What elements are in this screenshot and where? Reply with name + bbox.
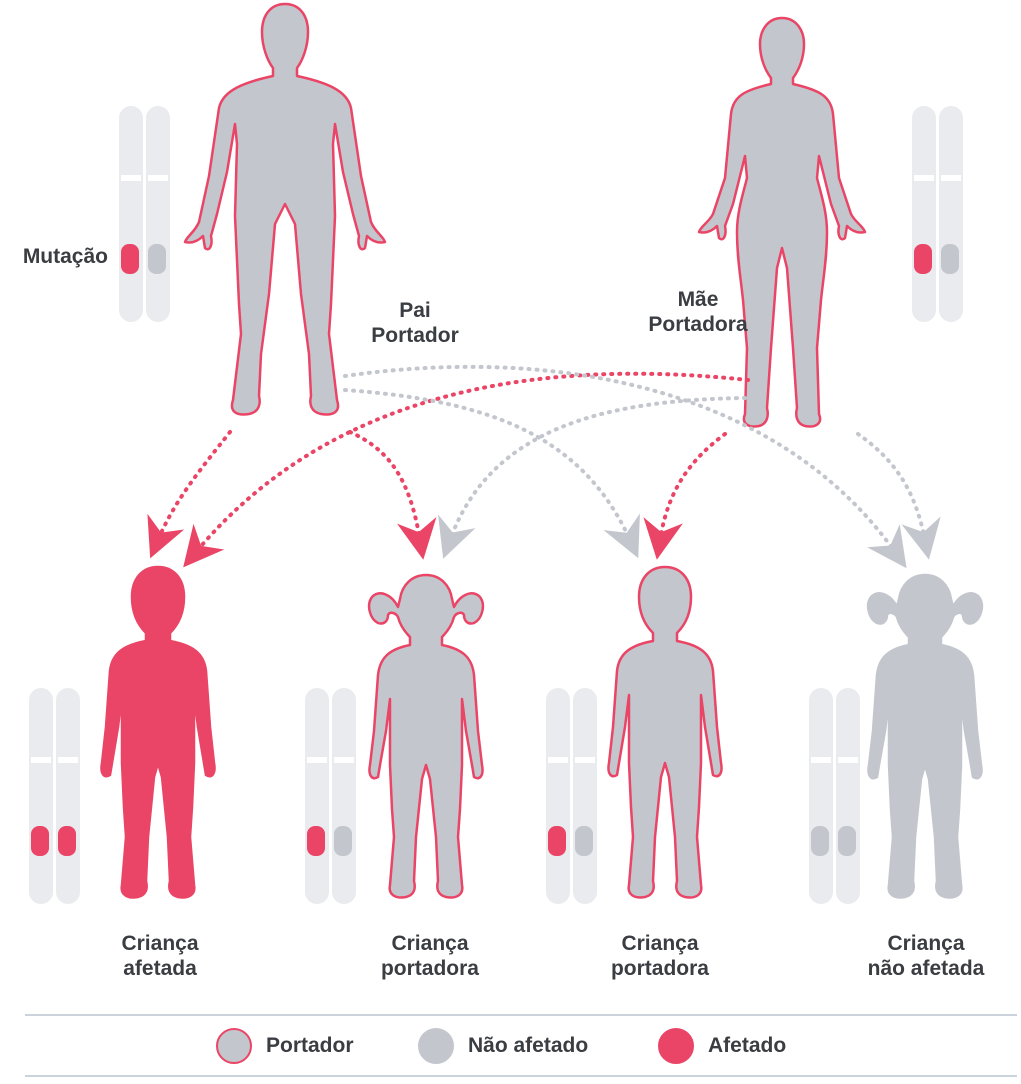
arrow-father-child3: [343, 388, 640, 559]
arrow-father-child1: [147, 430, 232, 559]
normal-allele: [148, 244, 166, 274]
mutation-allele: [121, 244, 139, 274]
child-4-chromosomes: [809, 688, 860, 904]
allele-right: [838, 826, 856, 856]
legend-divider-bottom: [25, 1075, 1017, 1077]
father-label: Pai Portador: [350, 298, 480, 348]
child-1-label: Criança afetada: [90, 931, 230, 981]
legend-item-affected: Afetado: [658, 1026, 786, 1066]
father-silhouette: [183, 2, 387, 416]
chromosome: [912, 106, 936, 322]
legend-unaffected-swatch: [418, 1028, 454, 1064]
allele-left: [548, 826, 566, 856]
child-2: [305, 573, 485, 904]
legend-item-unaffected: Não afetado: [418, 1026, 588, 1066]
child-1-label-line2: afetada: [123, 957, 197, 980]
child-1-label-line1: Criança: [121, 932, 199, 955]
child-3-label-line2: portadora: [610, 957, 709, 980]
mother-chromosomes: [912, 106, 963, 322]
child-3-chromosomes: [546, 688, 597, 904]
child-2-silhouette: [367, 573, 485, 899]
father-label-line2: Portador: [371, 324, 459, 347]
arrow-mother-child2: [438, 396, 747, 559]
child-3-label-line1: Criança: [621, 932, 699, 955]
chromosome: [939, 106, 963, 322]
child-4: [809, 573, 984, 904]
legend-affected-label: Afetado: [708, 1034, 787, 1057]
child-1-chromosomes: [29, 688, 80, 904]
legend-affected-swatch: [658, 1028, 694, 1064]
child-4-label-line2: não afetada: [867, 957, 985, 980]
allele-left: [31, 826, 49, 856]
child-1-silhouette: [100, 565, 216, 899]
chromosome: [119, 106, 143, 322]
arrow-mother-child3: [643, 432, 727, 560]
mutation-allele: [914, 244, 932, 274]
chromosome: [146, 106, 170, 322]
child-3-silhouette: [607, 565, 723, 899]
father-chromosomes: [119, 106, 170, 322]
legend-unaffected-label: Não afetado: [468, 1034, 589, 1057]
legend-item-carrier: Portador: [216, 1026, 354, 1066]
child-2-label-line2: portadora: [380, 957, 479, 980]
child-2-label-line1: Criança: [391, 932, 469, 955]
arrow-mother-child4: [856, 432, 941, 560]
mother-silhouette: [697, 16, 867, 428]
allele-right: [334, 826, 352, 856]
inheritance-arrows: [147, 364, 941, 569]
allele-right: [58, 826, 76, 856]
allele-right: [575, 826, 593, 856]
legend-carrier-label: Portador: [266, 1034, 354, 1057]
normal-allele: [941, 244, 959, 274]
child-2-chromosomes: [305, 688, 356, 904]
child-4-label-line1: Criança: [887, 932, 965, 955]
child-3-label: Criança portadora: [590, 931, 730, 981]
allele-left: [811, 826, 829, 856]
child-4-silhouette: [866, 573, 984, 899]
mother-label-line2: Portadora: [648, 313, 748, 336]
arrow-mother-child1: [183, 371, 750, 568]
father-label-line1: Pai: [399, 299, 431, 322]
child-4-label: Criança não afetada: [846, 931, 1006, 981]
mother-label-line1: Mãe: [677, 288, 719, 311]
legend-carrier-swatch: [216, 1028, 252, 1064]
child-3: [546, 565, 723, 904]
allele-left: [307, 826, 325, 856]
legend-divider-top: [25, 1014, 1017, 1016]
mutation-label: Mutação: [22, 245, 108, 268]
child-2-label: Criança portadora: [360, 931, 500, 981]
arrow-father-child2: [348, 430, 437, 560]
child-1: [29, 565, 216, 904]
mother-label: Mãe Portadora: [628, 287, 768, 337]
